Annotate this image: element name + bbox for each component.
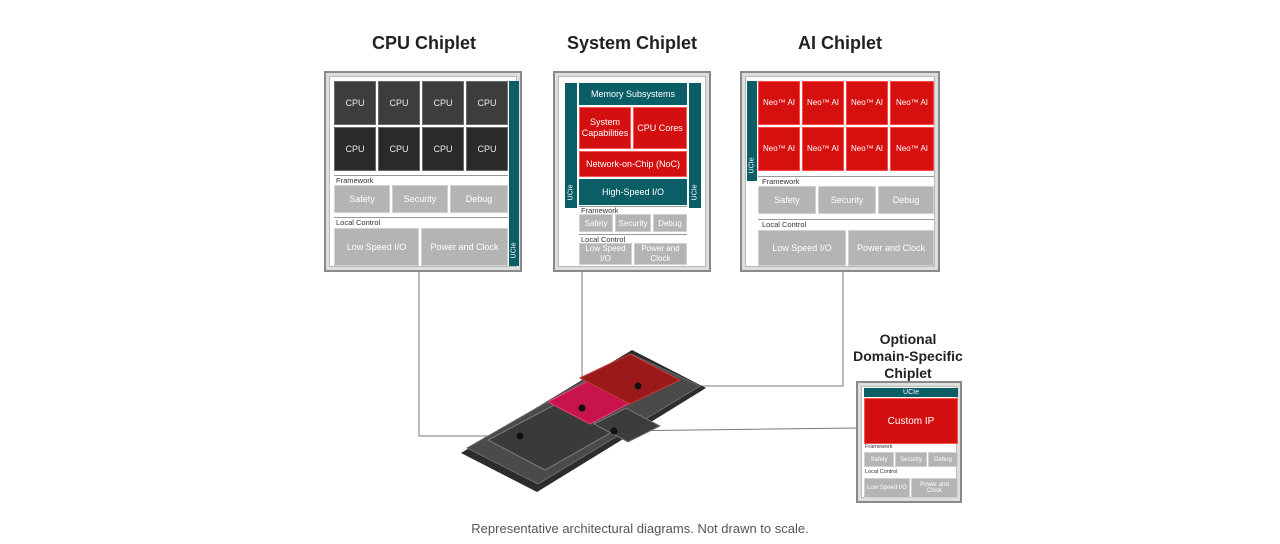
package-optional-die xyxy=(592,407,662,443)
framework-label: Framework xyxy=(581,206,619,215)
local-control-label: Local Control xyxy=(762,220,807,229)
cpu-core: CPU xyxy=(466,127,508,171)
cpu-core: CPU xyxy=(378,127,420,171)
security-block: Security xyxy=(392,185,448,213)
security-block: Security xyxy=(615,214,651,232)
cpu-core: CPU xyxy=(378,81,420,125)
safety-block: Safety xyxy=(579,214,613,232)
low-speed-io-block: Low Speed I/O xyxy=(579,243,632,265)
local-control-label: Local Control xyxy=(865,469,898,475)
package-illustration xyxy=(461,350,706,492)
ucie-interface-right: UCIe xyxy=(689,83,701,208)
ai-chiplet: UCIe Neo™ AI Neo™ AI Neo™ AI Neo™ AI Neo… xyxy=(740,71,940,272)
divider xyxy=(334,217,508,218)
framework-label: Framework xyxy=(336,176,374,185)
framework-label: Framework xyxy=(865,444,893,450)
security-block: Security xyxy=(818,186,876,214)
connector-lines xyxy=(418,272,859,437)
safety-block: Safety xyxy=(334,185,390,213)
system-chiplet-title: System Chiplet xyxy=(566,33,698,53)
power-and-clock-block: Power and Clock xyxy=(911,478,958,498)
neo-ai-core: Neo™ AI xyxy=(846,81,888,125)
divider xyxy=(334,175,508,176)
low-speed-io-block: Low Speed I/O xyxy=(758,230,846,266)
system-chiplet: UCIe UCIe Memory Subsystems System Capab… xyxy=(553,71,711,272)
optional-title-line-1: Optional xyxy=(879,331,937,347)
diagram-caption: Representative architectural diagrams. N… xyxy=(471,521,809,536)
system-capabilities-block: System Capabilities xyxy=(579,107,631,149)
optional-domain-specific-chiplet: UCIe Custom IP Framework Safety Security… xyxy=(856,381,962,503)
divider xyxy=(758,219,934,220)
ai-chiplet-title: AI Chiplet xyxy=(798,33,882,53)
cpu-die-marker xyxy=(516,432,524,440)
divider xyxy=(579,234,687,235)
debug-block: Debug xyxy=(653,214,687,232)
safety-block: Safety xyxy=(864,452,894,467)
safety-block: Safety xyxy=(758,186,816,214)
ucie-interface-left: UCIe xyxy=(565,83,577,208)
divider xyxy=(579,206,687,207)
optional-chiplet-title: Optional Domain-Specific Chiplet xyxy=(840,331,976,382)
optional-die-marker xyxy=(610,427,618,435)
power-and-clock-block: Power and Clock xyxy=(421,228,508,266)
low-speed-io-block: Low Speed I/O xyxy=(864,478,910,498)
cpu-chiplet: CPU CPU CPU CPU CPU CPU CPU CPU Framewor… xyxy=(324,71,522,272)
neo-ai-core: Neo™ AI xyxy=(758,127,800,171)
debug-block: Debug xyxy=(878,186,934,214)
cpu-core: CPU xyxy=(334,81,376,125)
ucie-label: UCIe xyxy=(748,157,756,174)
cpu-chiplet-title: CPU Chiplet xyxy=(371,33,476,53)
optional-title-line-3: Chiplet xyxy=(884,365,932,381)
network-on-chip-block: Network-on-Chip (NoC) xyxy=(579,151,687,177)
optional-connector-line xyxy=(613,427,859,432)
ucie-label: UCIe xyxy=(510,242,518,259)
neo-ai-core: Neo™ AI xyxy=(890,81,934,125)
package-ai-die xyxy=(578,353,682,405)
low-speed-io-block: Low Speed I/O xyxy=(334,228,419,266)
ucie-label: UCIe xyxy=(691,184,699,201)
neo-ai-core: Neo™ AI xyxy=(758,81,800,125)
debug-block: Debug xyxy=(450,185,508,213)
cpu-core: CPU xyxy=(422,81,464,125)
system-die-marker xyxy=(578,404,586,412)
ucie-label: UCIe xyxy=(567,184,575,201)
ucie-interface: UCIe xyxy=(509,81,519,266)
cpu-core: CPU xyxy=(422,127,464,171)
cpu-core: CPU xyxy=(466,81,508,125)
optional-title-line-2: Domain-Specific xyxy=(853,348,963,364)
neo-ai-core: Neo™ AI xyxy=(802,127,844,171)
ai-die-marker xyxy=(634,382,642,390)
power-and-clock-block: Power and Clock xyxy=(848,230,934,266)
memory-subsystems-block: Memory Subsystems xyxy=(579,83,687,105)
power-and-clock-block: Power and Clock xyxy=(634,243,687,265)
divider xyxy=(758,176,934,177)
local-control-label: Local Control xyxy=(336,218,381,227)
ai-connector-line xyxy=(638,272,844,387)
cpu-core: CPU xyxy=(334,127,376,171)
ucie-interface: UCIe xyxy=(864,388,958,397)
custom-ip-block: Custom IP xyxy=(864,398,958,444)
cpu-cores-block: CPU Cores xyxy=(633,107,687,149)
cpu-connector-line xyxy=(418,272,520,437)
framework-label: Framework xyxy=(762,177,800,186)
neo-ai-core: Neo™ AI xyxy=(802,81,844,125)
high-speed-io-block: High-Speed I/O xyxy=(579,179,687,205)
ucie-interface: UCIe xyxy=(747,81,757,181)
security-block: Security xyxy=(895,452,927,467)
neo-ai-core: Neo™ AI xyxy=(890,127,934,171)
neo-ai-core: Neo™ AI xyxy=(846,127,888,171)
local-control-label: Local Control xyxy=(581,235,626,244)
debug-block: Debug xyxy=(928,452,958,467)
